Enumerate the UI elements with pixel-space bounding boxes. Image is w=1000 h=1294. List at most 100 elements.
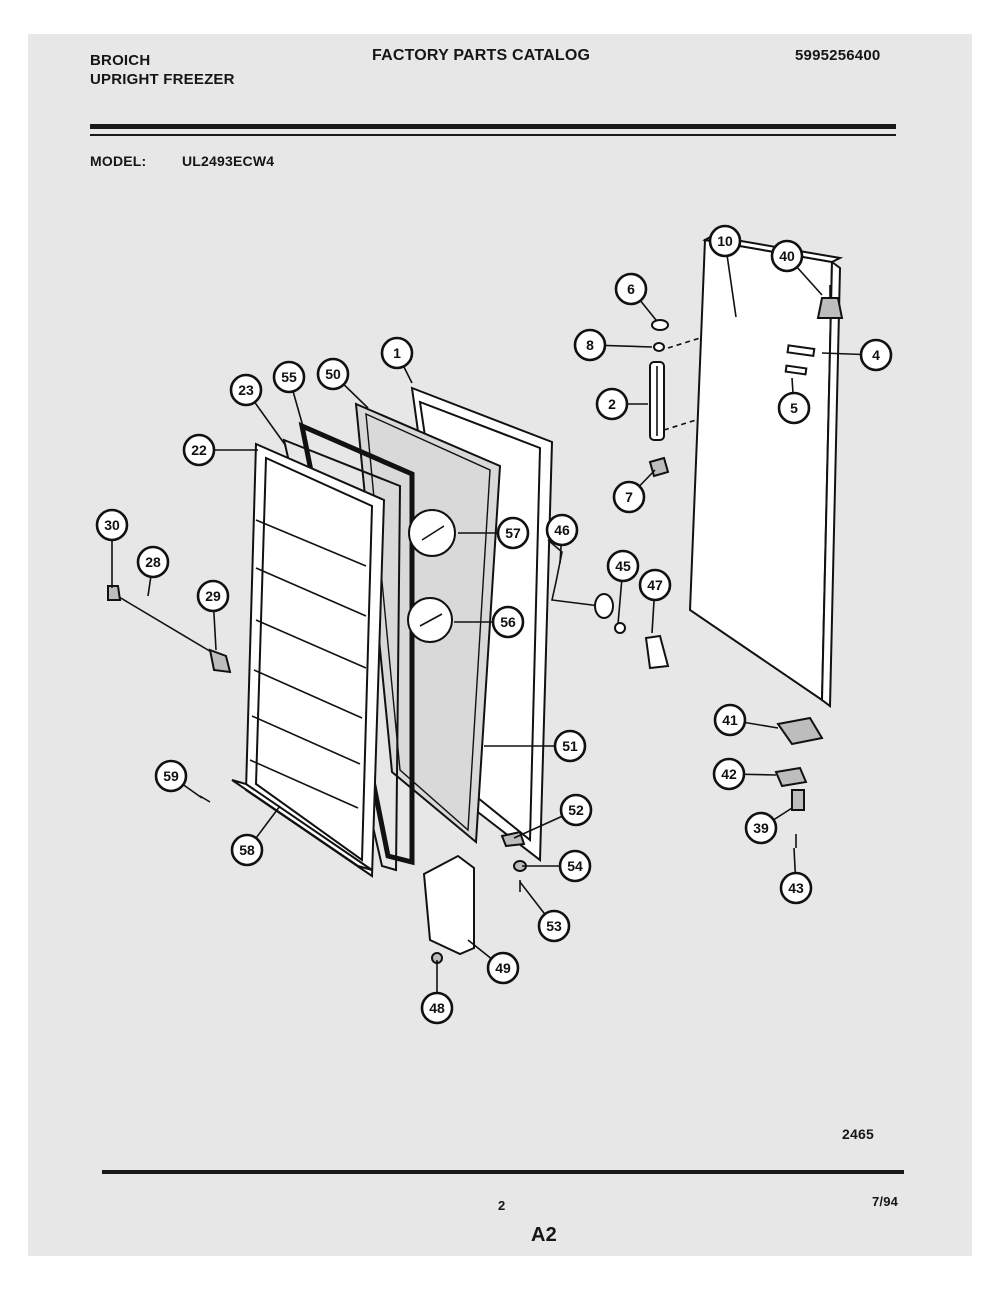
callout-circle [779,871,813,905]
callout-58: 58 [230,805,281,867]
inner-door-shelves [231,442,386,878]
callout-10: 10 [708,224,742,318]
callout-label: 7 [625,489,633,505]
callout-5: 5 [777,377,811,425]
callout-42: 42 [712,757,777,791]
callout-label: 50 [325,366,341,382]
revision-date: 7/94 [872,1194,899,1209]
callout-57: 57 [458,516,530,550]
callout-circle [537,909,571,943]
callout-label: 8 [586,337,594,353]
hinge-cap [816,285,844,319]
callout-28: 28 [136,545,170,597]
catalog-title: FACTORY PARTS CATALOG [372,47,591,64]
catalog-number: 5995256400 [795,47,881,64]
callout-circle [770,239,804,273]
footer-rule [102,1170,904,1174]
callout-label: 51 [562,738,578,754]
callout-circle [230,833,264,867]
callout-label: 30 [104,517,120,533]
callout-4: 4 [821,338,893,372]
callout-circle [744,811,778,845]
callout-49: 49 [467,939,520,985]
callout-label: 10 [717,233,733,249]
shelf-rail [107,585,232,674]
callout-label: 41 [722,712,738,728]
callout-label: 52 [568,802,584,818]
callout-circle [545,513,579,547]
callout-label: 2 [608,396,616,412]
callout-circle [573,328,607,362]
product-name: UPRIGHT FREEZER [90,71,235,88]
callout-label: 5 [790,400,798,416]
callout-circle [380,336,414,370]
callout-circle [638,568,672,602]
callout-label: 57 [505,525,521,541]
callout-51: 51 [484,729,587,763]
callout-circle [486,951,520,985]
callout-circle [558,849,592,883]
callout-39: 39 [744,807,793,845]
callout-label: 22 [191,442,207,458]
callout-circle [496,516,530,550]
callout-30: 30 [95,508,129,588]
callout-circle [229,373,263,407]
header-rule-thick [90,124,896,129]
header-rule-thin [90,134,896,136]
callout-label: 42 [721,766,737,782]
callout-46: 46 [545,513,579,564]
callout-8: 8 [573,328,653,362]
brand-name: BROICH [90,52,151,69]
callout-label: 54 [567,858,583,874]
callout-label: 29 [205,588,221,604]
callout-2: 2 [595,387,648,421]
drawing-number: 2465 [842,1126,874,1142]
callout-circle [559,793,593,827]
callout-circle [316,357,350,391]
callout-47: 47 [638,568,672,634]
callout-circle [272,360,306,394]
callout-54: 54 [522,849,592,883]
callout-label: 55 [281,369,297,385]
callout-label: 53 [546,918,562,934]
callout-circle [859,338,893,372]
callout-59: 59 [154,759,203,799]
callout-circle [95,508,129,542]
callout-circle [196,579,230,613]
hinge-pin-assembly [547,539,670,670]
callout-circle [712,757,746,791]
outer-door-panel [688,234,844,708]
callout-56: 56 [454,605,525,639]
callout-circle [136,545,170,579]
callout-label: 39 [753,820,769,836]
callout-label: 49 [495,960,511,976]
callout-50: 50 [316,357,369,409]
callout-label: 48 [429,1000,445,1016]
callout-label: 23 [238,382,254,398]
callout-circle [595,387,629,421]
callout-41: 41 [713,703,779,737]
callout-1: 1 [380,336,414,384]
callout-layer: 1 2 4 56 7 8 10 22 23 28 29 30 39 40 41 42 43 45 46 47 48 49 5… [95,224,893,1025]
callout-circle [182,433,216,467]
handle-assembly [648,319,701,478]
callout-label: 40 [779,248,795,264]
callout-label: 43 [788,880,804,896]
callout-label: 56 [500,614,516,630]
model-number: UL2493ECW4 [182,153,275,169]
callout-circle [777,391,811,425]
callout-circle [606,549,640,583]
callout-45: 45 [606,549,640,625]
screw-detail-upper [408,509,456,557]
callout-label: 59 [163,768,179,784]
callout-52: 52 [513,793,593,839]
page-number: 2 [498,1198,506,1213]
callout-circle [491,605,525,639]
callout-22: 22 [182,433,258,467]
callout-label: 1 [393,345,401,361]
callout-label: 58 [239,842,255,858]
callout-label: 4 [872,347,880,363]
screw-detail-lower [407,597,453,643]
callout-48: 48 [420,960,454,1025]
